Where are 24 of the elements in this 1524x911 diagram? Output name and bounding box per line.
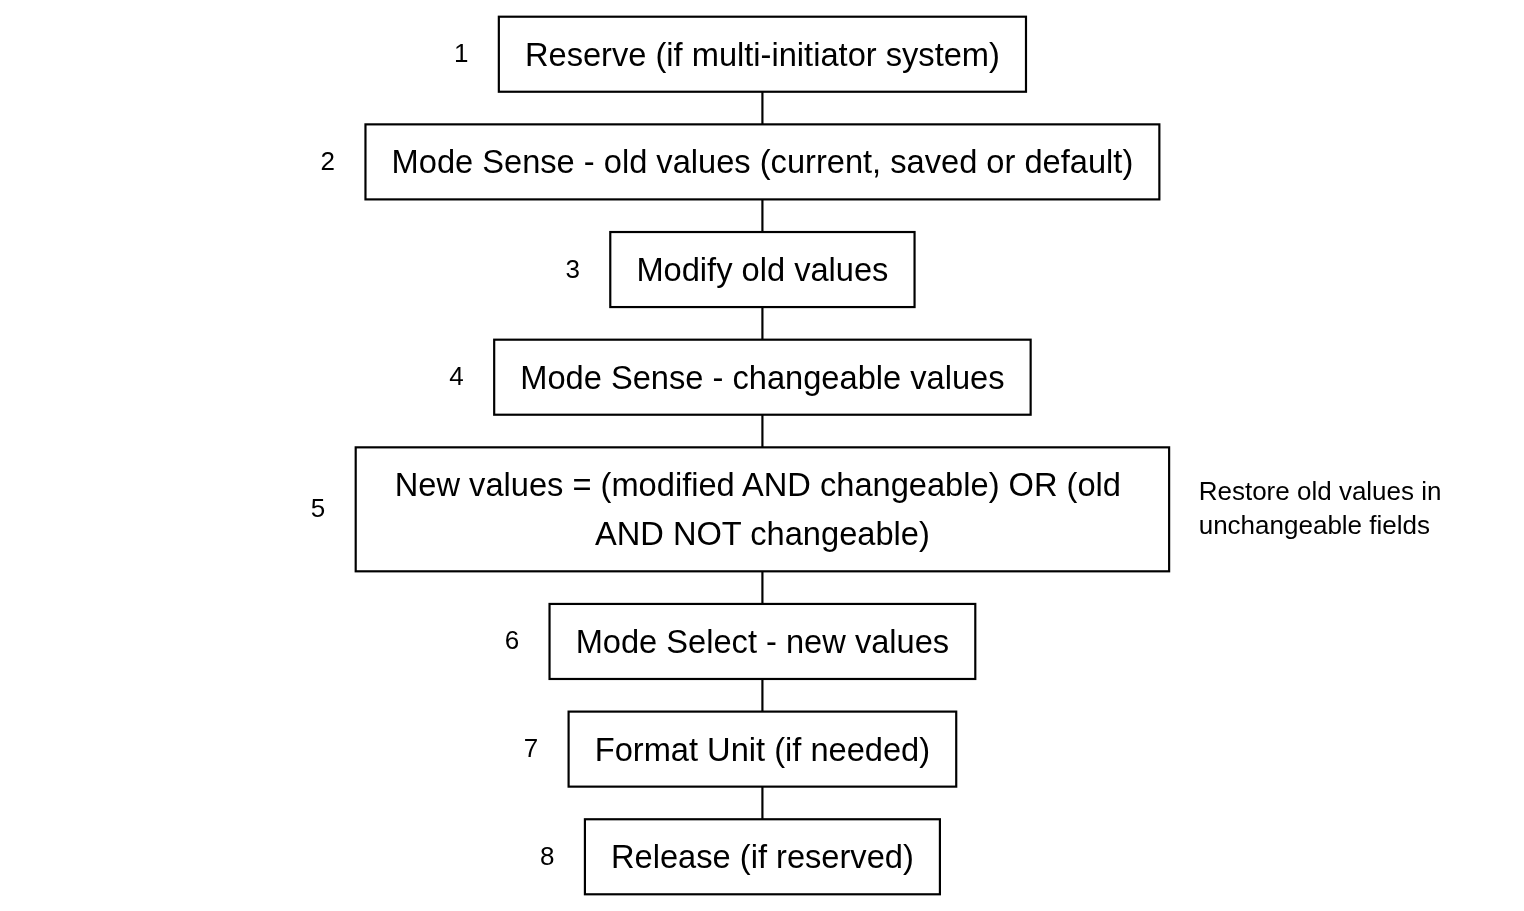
step-number: 4 (449, 360, 464, 394)
connector-line (760, 679, 764, 712)
process-box: Release (if reserved) (583, 818, 941, 896)
step-number: 2 (320, 144, 336, 178)
connector-line (760, 414, 764, 448)
connector-line (760, 199, 764, 232)
process-box: Format Unit (if needed) (567, 710, 957, 788)
step-number: 5 (310, 492, 326, 526)
process-box: Reserve (if multi-initiator system) (497, 15, 1027, 93)
connector-line (760, 571, 764, 604)
connector-line (760, 786, 764, 820)
connector-line (760, 91, 764, 125)
process-box: Mode Sense - old values (current, saved or default) (363, 123, 1161, 201)
connector-line (760, 307, 764, 340)
process-box: Modify old values (608, 230, 916, 309)
step-number: 6 (504, 624, 520, 658)
step-number: 3 (565, 252, 580, 286)
step-number: 8 (540, 839, 555, 873)
process-box: Mode Select - new values (548, 602, 976, 681)
process-box: New values = (modified AND changeable) OR (old AND NOT changeable) (354, 446, 1170, 573)
side-note: Restore old values in unchangeable fields (1198, 475, 1443, 543)
step-number: 7 (523, 732, 539, 766)
step-number: 1 (453, 37, 469, 71)
process-box: Mode Sense - changeable values (492, 338, 1032, 416)
